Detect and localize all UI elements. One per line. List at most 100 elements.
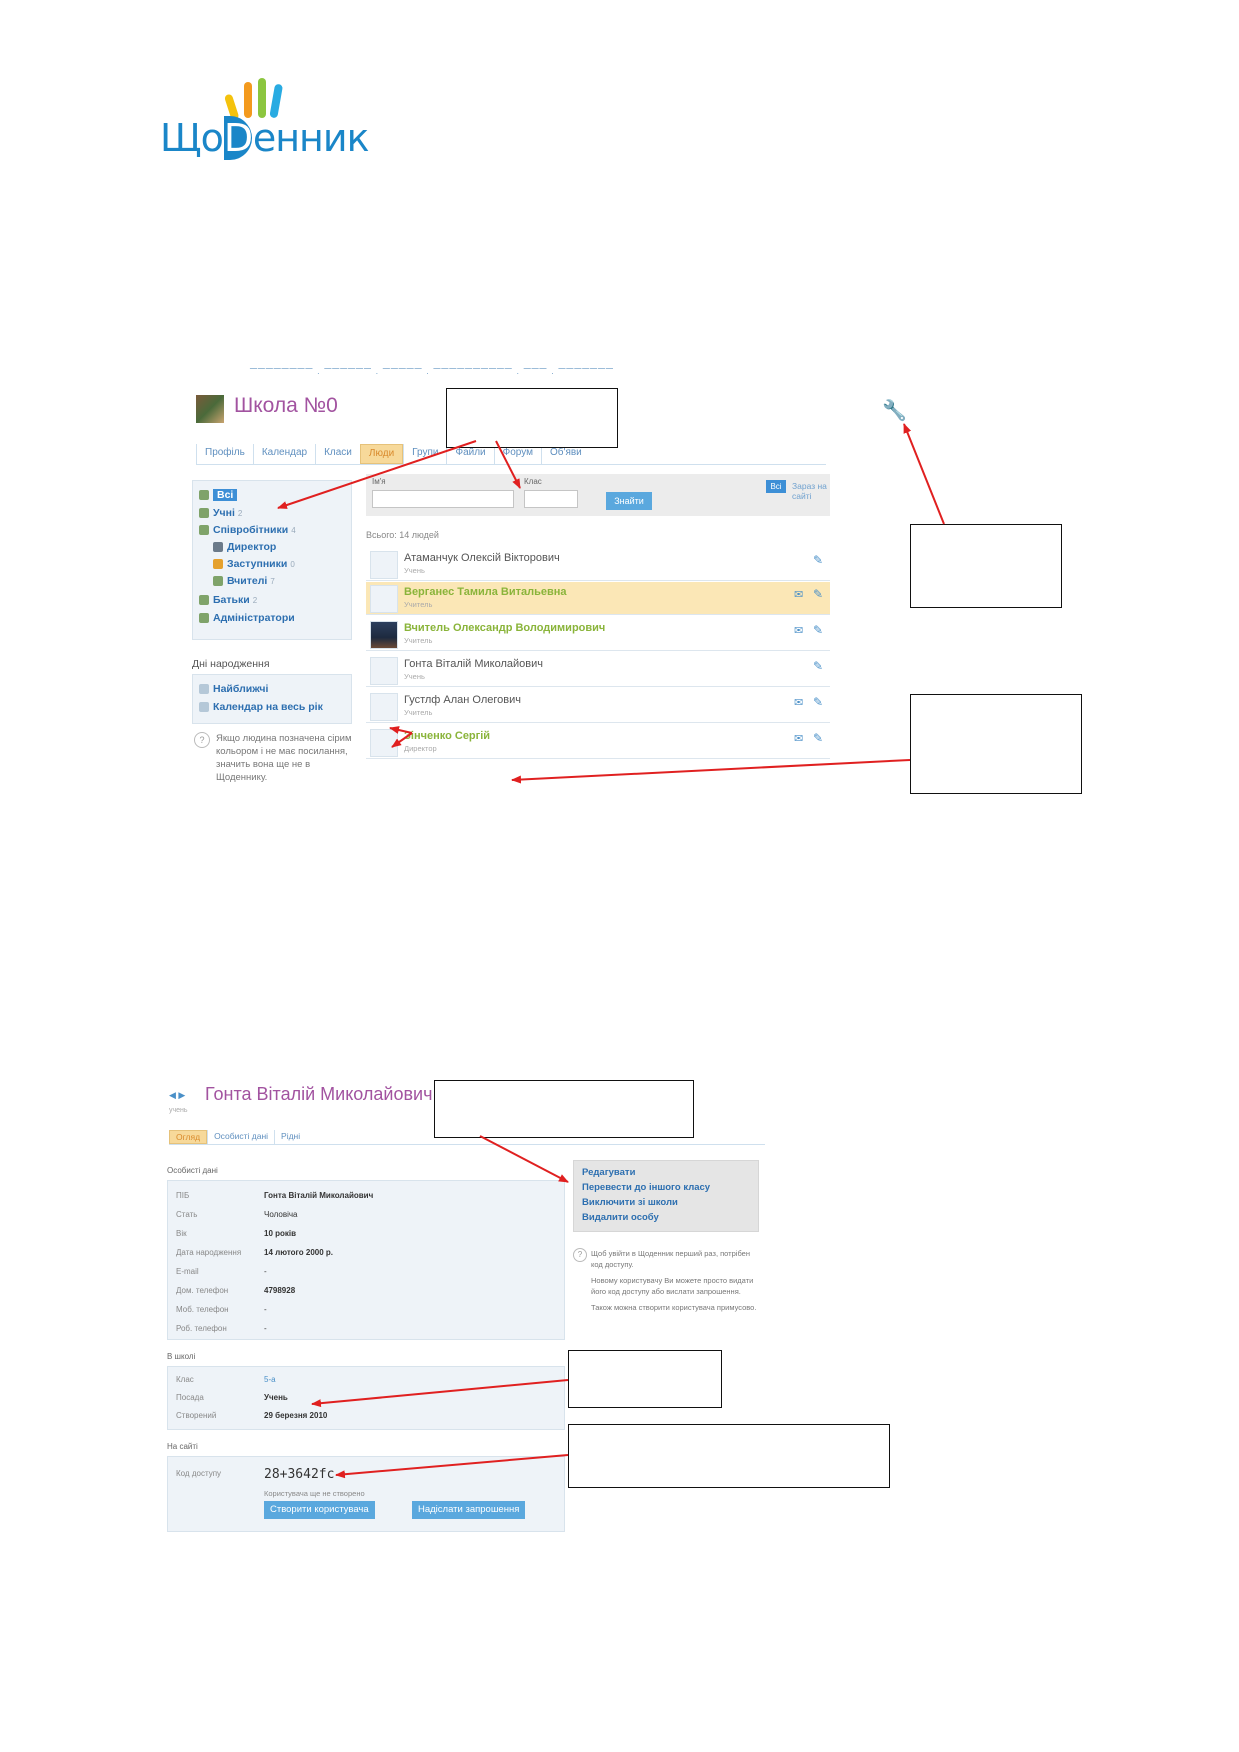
transfer-class-link[interactable]: Перевести до іншого класу xyxy=(582,1182,711,1193)
person-title: Гонта Віталій Миколайович xyxy=(205,1084,433,1104)
edit-link[interactable]: Редагувати xyxy=(582,1167,636,1178)
access-note: Користувача ще не створено xyxy=(264,1489,365,1498)
edit-pencil-icon[interactable]: ✎ xyxy=(813,659,824,673)
question-icon: ? xyxy=(194,732,210,748)
mail-icon[interactable]: ✉ xyxy=(794,625,804,637)
field-value: 4798928 xyxy=(264,1286,296,1295)
tab-profile[interactable]: Профіль xyxy=(196,444,253,464)
person-name[interactable]: Зінченко Сергій xyxy=(404,730,491,742)
field-label: Посада xyxy=(176,1393,204,1402)
tab-personal-data[interactable]: Особисті дані xyxy=(207,1130,274,1144)
person-row[interactable]: Густлф Алан Олегович Учитель ✉ ✎ xyxy=(366,690,830,723)
field-label: Клас xyxy=(176,1375,194,1384)
annotation-box xyxy=(434,1080,694,1138)
online-now-link[interactable]: Зараз на сайті xyxy=(792,481,827,501)
find-button[interactable]: Знайти xyxy=(606,492,652,510)
field-value: Учень xyxy=(264,1393,288,1402)
person-row[interactable]: Верганес Тамила Витальевна Учитель ✉ ✎ xyxy=(366,582,830,615)
class-input[interactable] xyxy=(524,490,578,508)
tab-groups[interactable]: Групи xyxy=(403,444,446,464)
person-name[interactable]: Верганес Тамила Витальевна xyxy=(404,586,567,598)
mail-icon[interactable]: ✉ xyxy=(794,733,804,745)
person-role: Учитель xyxy=(404,600,433,609)
name-input[interactable] xyxy=(372,490,514,508)
field-label: Дата народження xyxy=(176,1248,242,1257)
send-invite-button[interactable]: Надіслати запрошення xyxy=(412,1501,526,1519)
arrow-to-unregistered-name xyxy=(389,726,413,734)
birthdays-title: Дні народження xyxy=(192,658,270,670)
birthdays-calendar-link[interactable]: Календар на весь рік xyxy=(199,701,323,713)
field-value: 10 років xyxy=(264,1229,297,1238)
tab-calendar[interactable]: Календар xyxy=(252,444,315,464)
person-row[interactable]: Гонта Віталій Миколайович Учень ✎ xyxy=(366,654,830,687)
all-button[interactable]: Всі xyxy=(766,480,786,493)
logo: ЩоDенник xyxy=(160,78,400,178)
arrow-to-actions xyxy=(479,1135,569,1183)
logo-text: ЩоDенник xyxy=(160,116,370,160)
person-row[interactable]: Вчитель Олександр Володимирович Учитель … xyxy=(366,618,830,651)
person-role: Учень xyxy=(404,566,425,575)
person-row[interactable]: Зінченко Сергій Директор ✉ ✎ xyxy=(366,726,830,759)
access-code: 28+3642fc xyxy=(264,1467,335,1482)
annotation-box xyxy=(568,1424,890,1488)
birthdays-nearest-link[interactable]: Найближчі xyxy=(199,683,268,695)
settings-wrench-icon[interactable]: 🔧 xyxy=(882,400,907,422)
people-search-form: Ім'я Клас Знайти Всі Зараз на сайті xyxy=(366,474,830,516)
site-section-title: На сайті xyxy=(167,1442,198,1451)
prev-next-arrows-icon[interactable]: ◀ ▶ xyxy=(169,1090,186,1100)
school-title: Школа №0 xyxy=(234,394,338,417)
tab-files[interactable]: Файли xyxy=(446,444,493,464)
delete-person-link[interactable]: Видалити особу xyxy=(582,1212,659,1223)
calendar-icon xyxy=(199,684,209,695)
field-value: 29 березня 2010 xyxy=(264,1411,328,1420)
create-user-button[interactable]: Створити користувача xyxy=(264,1501,375,1519)
mail-icon[interactable]: ✉ xyxy=(794,589,804,601)
personal-section-title: Особисті дані xyxy=(167,1166,218,1175)
avatar xyxy=(370,693,398,721)
field-value: Гонта Віталій Миколайович xyxy=(264,1191,374,1200)
edit-pencil-icon[interactable]: ✎ xyxy=(813,553,824,567)
school-section-title: В школі xyxy=(167,1352,196,1361)
person-name: Атаманчук Олексій Вікторович xyxy=(404,552,560,564)
person-icon xyxy=(213,542,223,553)
access-help-note: ? Щоб увійти в Щоденник перший раз, потр… xyxy=(573,1248,757,1318)
sidebar-item-director[interactable]: Директор xyxy=(213,541,276,553)
field-label: Моб. телефон xyxy=(176,1305,229,1314)
question-icon: ? xyxy=(573,1248,587,1262)
tab-classes[interactable]: Класи xyxy=(315,444,360,464)
person-role: Учень xyxy=(404,672,425,681)
edit-pencil-icon[interactable]: ✎ xyxy=(813,623,824,637)
person-role: Учитель xyxy=(404,636,433,645)
top-nav-strip: ▔▔▔▔▔▔▔▔ · ▔▔▔▔▔▔ · ▔▔▔▔▔ · ▔▔▔▔▔▔▔▔▔▔ ·… xyxy=(250,368,614,378)
edit-pencil-icon[interactable]: ✎ xyxy=(813,587,824,601)
person-role: Учитель xyxy=(404,708,433,717)
tab-forum[interactable]: Форум xyxy=(493,444,541,464)
mail-icon[interactable]: ✉ xyxy=(794,697,804,709)
tab-overview[interactable]: Огляд xyxy=(169,1130,208,1144)
sidebar-item-all[interactable]: Всі xyxy=(199,489,238,501)
edit-pencil-icon[interactable]: ✎ xyxy=(813,731,824,745)
sidebar-item-admins[interactable]: Адміністратори xyxy=(199,612,295,624)
edit-pencil-icon[interactable]: ✎ xyxy=(813,695,824,709)
tab-relatives[interactable]: Рідні xyxy=(274,1130,306,1144)
arrow-to-sidebar xyxy=(277,440,477,509)
field-label: E-mail xyxy=(176,1267,199,1276)
site-access-panel: Код доступу 28+3642fc Користувача ще не … xyxy=(167,1456,565,1532)
class-label: Клас xyxy=(524,477,542,486)
tab-ads[interactable]: Об'яви xyxy=(541,444,590,464)
tab-people[interactable]: Люди xyxy=(359,444,404,464)
help-line: Новому користувачу Ви можете просто вида… xyxy=(591,1276,754,1296)
person-row[interactable]: Атаманчук Олексій Вікторович Учень ✎ xyxy=(366,548,830,581)
personal-data-panel: ПІБ Гонта Віталій Миколайович Стать Чоло… xyxy=(167,1180,565,1340)
person-name[interactable]: Вчитель Олександр Володимирович xyxy=(404,622,606,634)
field-label: ПІБ xyxy=(176,1191,190,1200)
class-link[interactable]: 5-а xyxy=(264,1375,276,1384)
school-tabs: Профіль Календар Класи Люди Групи Файли … xyxy=(196,444,826,465)
expel-link[interactable]: Виключити зі школи xyxy=(582,1197,678,1208)
